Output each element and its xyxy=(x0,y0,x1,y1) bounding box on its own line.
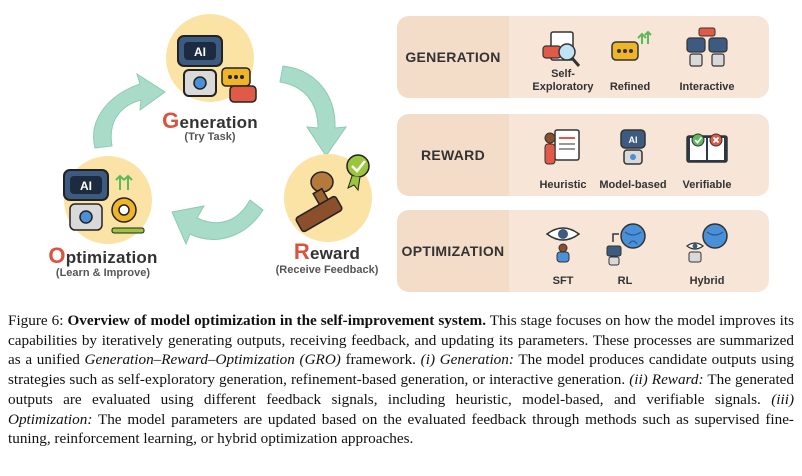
verifiable-caption: Verifiable xyxy=(682,179,732,191)
caption-title: Overview of model optimization in the se… xyxy=(67,312,486,329)
reward-panel-label: REWARD xyxy=(420,147,486,163)
interactive-item: Interactive xyxy=(665,16,749,98)
caption-text-2: framework. xyxy=(345,351,416,369)
figure-label: Figure 6: xyxy=(8,312,64,329)
figure-graphic: AI Generation (Try Task) Reward (Receive… xyxy=(28,12,769,292)
robot-globe-icon xyxy=(606,223,646,266)
reward-node: Reward (Receive Feedback) xyxy=(262,148,392,283)
rl-caption: RL xyxy=(617,275,633,287)
caption-text-1: This stage focuses on how the model impr… xyxy=(8,312,794,369)
refined-caption: Refined xyxy=(609,81,651,93)
robot-ai-badge: AI xyxy=(80,179,92,193)
hybrid-item: Hybrid xyxy=(665,210,749,292)
arrow-optimization-to-generation xyxy=(93,72,166,149)
optimization-panel-label: OPTIMIZATION xyxy=(401,243,505,259)
sft-caption: SFT xyxy=(552,275,574,287)
eye-robot-globe-icon xyxy=(685,223,728,263)
generation-subtitle: (Try Task) xyxy=(184,131,236,143)
caption-text-5: The model parameters are updated based o… xyxy=(8,410,794,448)
optimization-node: AI Optimization (Learn & Improve) xyxy=(28,150,178,285)
model-based-item: AI Model-based xyxy=(591,114,675,196)
caption-ii-reward: (ii) Reward: xyxy=(629,371,704,389)
generation-node: AI Generation (Try Task) xyxy=(140,12,280,147)
hybrid-caption: Hybrid xyxy=(689,275,725,287)
reward-panel: REWARD Heuristic AI Model-based xyxy=(397,114,769,196)
interactive-caption: Interactive xyxy=(679,81,735,93)
rl-item: RL xyxy=(583,210,667,292)
optimization-panel: OPTIMIZATION SFT RL xyxy=(397,210,769,292)
chat-arrows-icon xyxy=(611,30,652,61)
optimization-title: Optimization xyxy=(48,243,158,268)
self-exploratory-caption: Self- Exploratory xyxy=(532,68,594,93)
reward-title: Reward xyxy=(293,239,361,264)
stamp-badge-icon xyxy=(295,154,370,233)
caption-iii-optimization: (iii) Optimization: xyxy=(8,390,795,428)
heuristic-item: Heuristic xyxy=(521,114,605,196)
robot-chat-icon: AI xyxy=(177,35,257,103)
eye-person-icon xyxy=(545,227,581,263)
generation-title: Generation xyxy=(162,108,258,133)
reward-subtitle: (Receive Feedback) xyxy=(275,264,379,276)
robot-ai-badge: AI xyxy=(629,135,638,145)
refined-item: Refined xyxy=(588,16,672,98)
optimization-subtitle: (Learn & Improve) xyxy=(55,267,151,279)
arrow-generation-to-reward xyxy=(279,65,348,157)
self-exploratory-item: Self- Exploratory xyxy=(521,16,605,98)
two-robots-icon xyxy=(686,27,728,67)
book-check-icon xyxy=(686,133,728,163)
verifiable-item: Verifiable xyxy=(665,114,749,196)
generation-panel: GENERATION Self- Exploratory Refined xyxy=(397,16,769,98)
heuristic-caption: Heuristic xyxy=(539,179,587,191)
caption-gro: Generation–Reward–Optimization (GRO) xyxy=(84,351,341,369)
robot-gear-icon: AI xyxy=(63,169,145,234)
caption-i-generation: (i) Generation: xyxy=(420,351,514,369)
caption-text-4: The generated outputs are evaluated usin… xyxy=(8,371,795,408)
arrow-reward-to-optimization xyxy=(171,199,264,246)
robot-ai-badge: AI xyxy=(194,45,206,59)
robot-icon: AI xyxy=(620,129,646,165)
caption-text-3: The model produces candidate outputs usi… xyxy=(8,351,795,389)
magnifier-document-icon xyxy=(542,31,581,67)
person-rules-icon xyxy=(544,129,580,165)
sft-item: SFT xyxy=(521,210,605,292)
figure-caption: Figure 6: Overview of model optimization… xyxy=(8,311,794,449)
model-based-caption: Model-based xyxy=(599,179,667,191)
generation-panel-label: GENERATION xyxy=(405,49,501,65)
